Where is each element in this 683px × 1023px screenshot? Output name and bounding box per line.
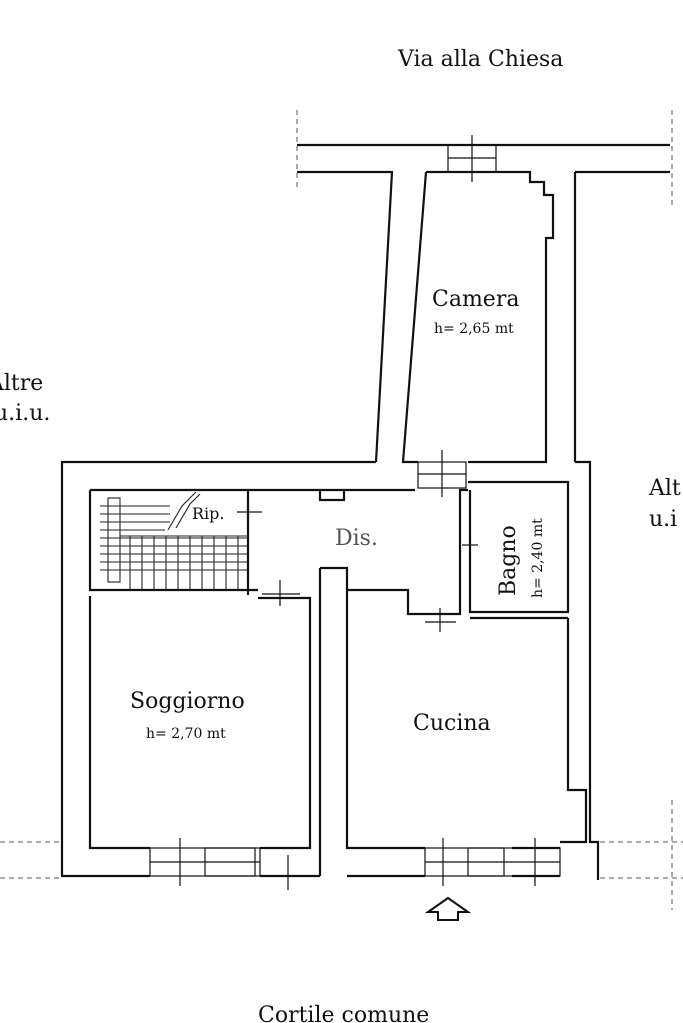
up-arrow-entrance-icon [424,896,472,921]
door-marks [237,511,478,632]
soggiorno-height: h= 2,70 mt [146,726,226,742]
staircase [100,491,248,590]
right-neighbor-label-1: Alt [648,476,681,501]
camera-height: h= 2,65 mt [434,321,514,337]
left-neighbor-label-1: Altre [0,371,43,396]
bagno-height: h= 2,40 mt [530,518,546,598]
right-neighbor-label-2: u.i [649,507,677,532]
inner-walls [88,480,588,876]
camera-name: Camera [432,287,519,312]
disimpegno-name: Dis. [335,526,378,551]
outer-walls [60,460,600,880]
street-bottom-label: Cortile comune [258,1003,429,1023]
bagno-name: Bagno [496,525,521,596]
street-top-label: Via alla Chiesa [397,47,563,72]
cucina-name: Cucina [413,711,491,736]
neighbor-boundaries [0,110,683,910]
soggiorno-name: Soggiorno [130,689,245,714]
left-neighbor-label-2: u.i.u. [0,401,50,426]
camera-room [401,170,555,497]
bottom-windows [149,838,561,890]
ripostiglio-name: Rip. [192,504,225,523]
